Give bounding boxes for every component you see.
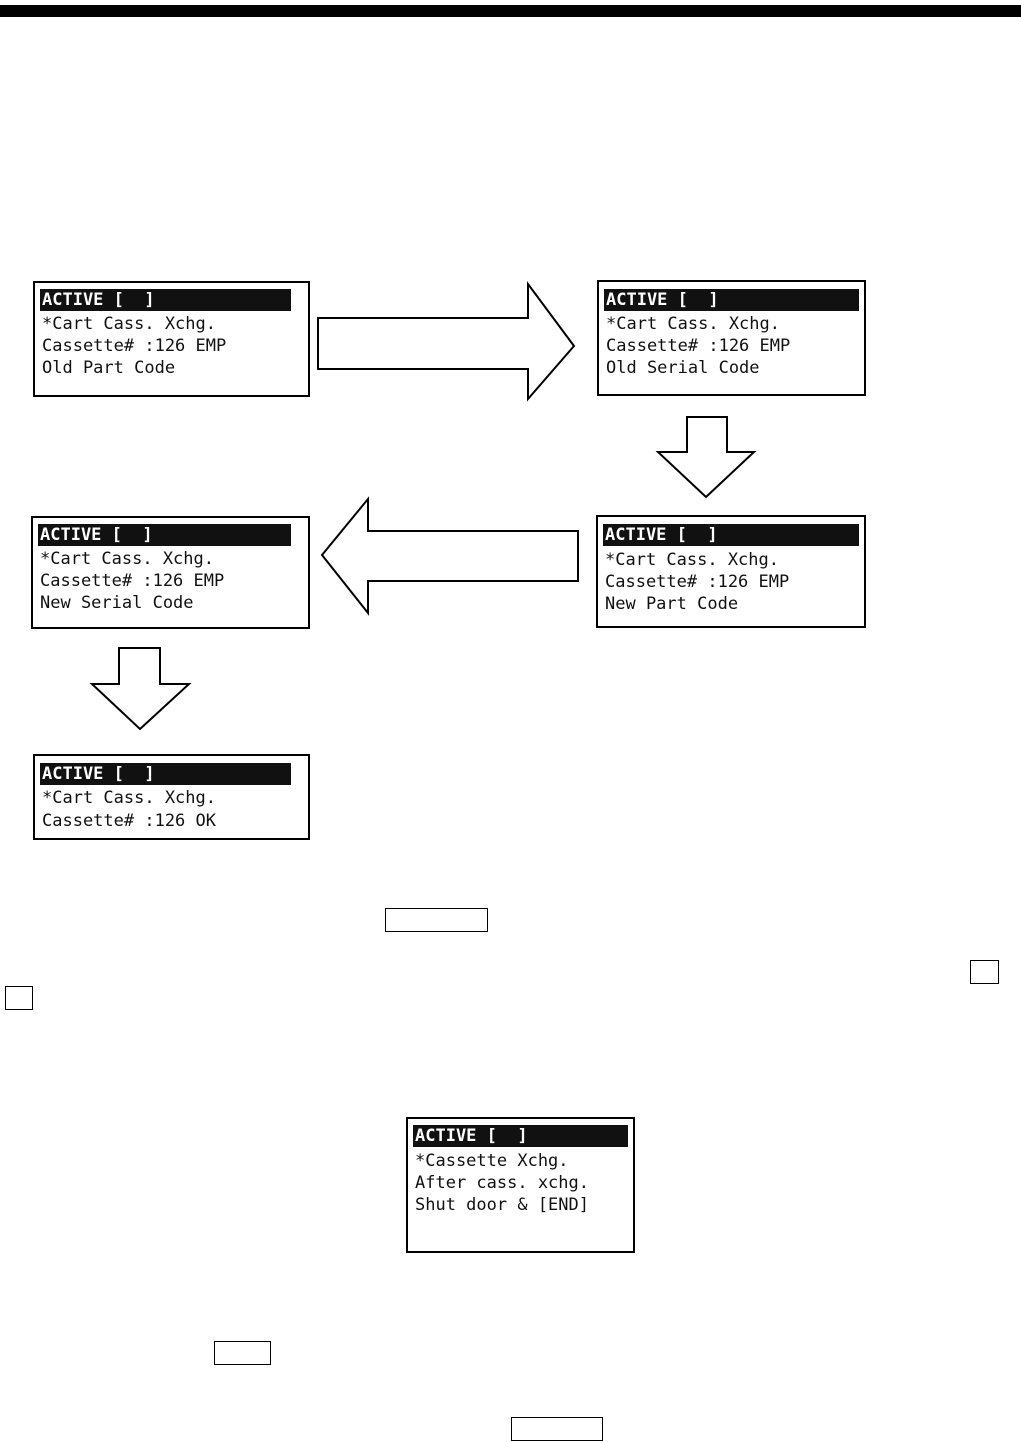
lcd-line-2: Cassette# :126 EMP <box>606 336 791 356</box>
lcd-line-2: After cass. xchg. <box>415 1173 589 1193</box>
lcd-line-3: Shut door & [END] <box>415 1195 589 1215</box>
lcd-line-3: Old Part Code <box>42 358 176 378</box>
lcd-line-1: *Cart Cass. Xchg. <box>42 788 216 808</box>
lcd-header: ACTIVE [ ] <box>38 524 291 546</box>
lcd-line-3: New Serial Code <box>40 593 194 613</box>
lcd-screen-new-part-code: ACTIVE [ ] *Cart Cass. Xchg. Cassette# :… <box>596 515 866 628</box>
lcd-line-1: *Cassette Xchg. <box>415 1151 569 1171</box>
lcd-screen-shut-door: ACTIVE [ ] *Cassette Xchg. After cass. x… <box>406 1117 635 1253</box>
lcd-screen-old-serial-code: ACTIVE [ ] *Cart Cass. Xchg. Cassette# :… <box>597 280 866 396</box>
lcd-line-2: Cassette# :126 OK <box>42 811 216 831</box>
lcd-screen-new-serial-code: ACTIVE [ ] *Cart Cass. Xchg. Cassette# :… <box>31 516 310 629</box>
lcd-line-1: *Cart Cass. Xchg. <box>42 314 216 334</box>
key-box-2 <box>970 960 999 984</box>
arrow-right-shape <box>317 280 576 402</box>
lcd-header: ACTIVE [ ] <box>40 289 291 311</box>
lcd-screen-old-part-code: ACTIVE [ ] *Cart Cass. Xchg. Cassette# :… <box>33 281 310 397</box>
arrow-down-shape-2 <box>89 647 192 731</box>
lcd-header: ACTIVE [ ] <box>40 763 291 785</box>
key-box-1 <box>385 908 488 932</box>
lcd-header: ACTIVE [ ] <box>413 1125 628 1147</box>
key-box-5 <box>511 1417 603 1441</box>
lcd-header: ACTIVE [ ] <box>603 524 859 546</box>
lcd-line-1: *Cart Cass. Xchg. <box>40 549 214 569</box>
lcd-line-1: *Cart Cass. Xchg. <box>605 550 779 570</box>
lcd-header: ACTIVE [ ] <box>604 289 859 311</box>
lcd-line-2: Cassette# :126 EMP <box>40 571 225 591</box>
lcd-line-1: *Cart Cass. Xchg. <box>606 314 780 334</box>
arrow-down-shape-1 <box>655 416 757 499</box>
top-rule <box>0 5 1021 17</box>
lcd-line-2: Cassette# :126 EMP <box>42 336 227 356</box>
key-box-4 <box>214 1341 271 1365</box>
lcd-line-2: Cassette# :126 EMP <box>605 572 790 592</box>
arrow-left-shape <box>320 496 579 616</box>
lcd-screen-complete: ACTIVE [ ] *Cart Cass. Xchg. Cassette# :… <box>33 754 310 840</box>
lcd-line-3: New Part Code <box>605 594 739 614</box>
key-box-3 <box>5 986 33 1010</box>
lcd-line-3: Old Serial Code <box>606 358 760 378</box>
